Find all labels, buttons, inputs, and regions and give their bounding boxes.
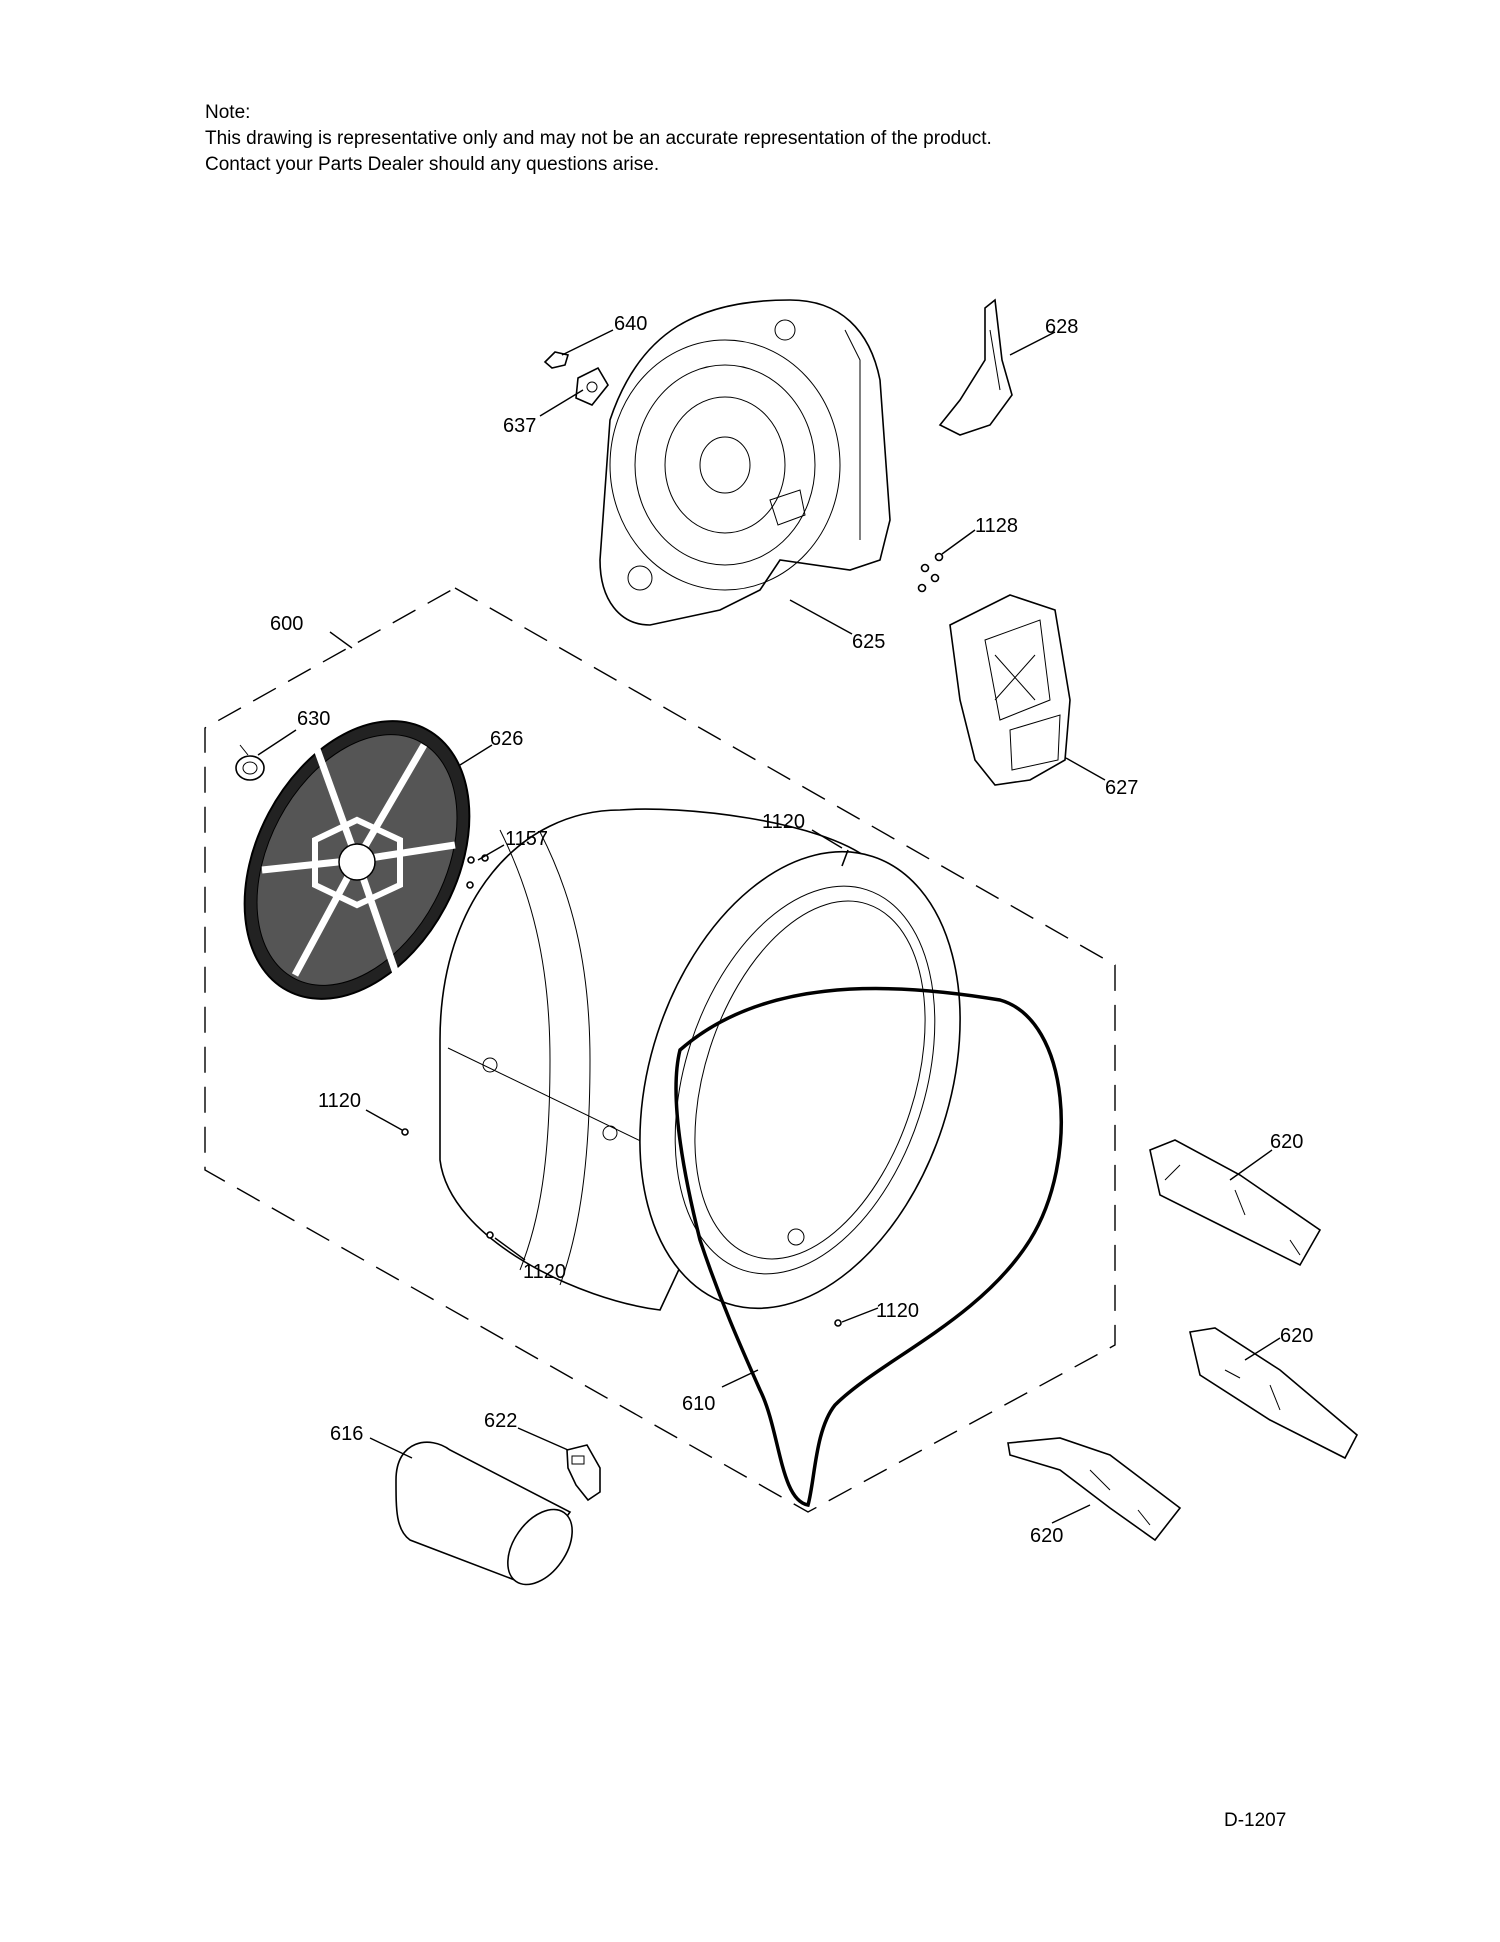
- callout-1120-left: 1120: [318, 1090, 361, 1112]
- callout-600: 600: [270, 613, 303, 635]
- baffle-620-c-part: [1007, 1437, 1182, 1542]
- callout-625: 625: [852, 631, 885, 653]
- drum-seal-610-part: [674, 986, 1063, 1508]
- duct-627-part: [949, 594, 1071, 786]
- callout-1120-right: 1120: [876, 1300, 919, 1322]
- assembly-boundary-600: [204, 587, 1116, 1513]
- note-line-1: This drawing is representative only and …: [205, 128, 992, 149]
- support-bracket-628-part: [938, 298, 1013, 436]
- callout-616: 616: [330, 1423, 363, 1445]
- callout-1157: 1157: [505, 828, 548, 850]
- callout-620-a: 620: [1270, 1131, 1303, 1153]
- drum-part: [439, 808, 961, 1311]
- heater-duct-616-part: [395, 1441, 573, 1586]
- thermostat-622-part: [566, 1444, 601, 1502]
- bearing-plate-637-part: [575, 366, 609, 406]
- screws-1128-part: [917, 552, 944, 593]
- callout-620-b: 620: [1280, 1325, 1313, 1347]
- callout-622: 622: [484, 1410, 517, 1432]
- note-line-2: Contact your Parts Dealer should any que…: [205, 154, 660, 175]
- callout-637: 637: [503, 415, 536, 437]
- callout-640: 640: [614, 313, 647, 335]
- note-heading: Note:: [205, 102, 251, 123]
- rear-bulkhead-part: [599, 299, 891, 626]
- callout-labels: 640 628 637 1128 600 625 630 626 627 112…: [270, 313, 1313, 1547]
- callout-1128: 1128: [975, 515, 1018, 537]
- callout-628: 628: [1045, 316, 1078, 338]
- bearing-630-part: [235, 744, 265, 781]
- disclaimer-note: Note: This drawing is representative onl…: [205, 100, 992, 178]
- screws-1157-part: [466, 854, 489, 889]
- callout-620-c: 620: [1030, 1525, 1063, 1547]
- document-id: D-1207: [1224, 1810, 1287, 1831]
- leader-lines: [257, 329, 1281, 1524]
- bracket-640-part: [543, 351, 570, 369]
- callout-1120-bottom: 1120: [523, 1261, 566, 1283]
- callout-630: 630: [297, 708, 330, 730]
- callout-610: 610: [682, 1393, 715, 1415]
- baffle-620-b-part: [1189, 1327, 1359, 1460]
- callout-626: 626: [490, 728, 523, 750]
- baffle-620-a-part: [1149, 1139, 1322, 1267]
- callout-1120-top: 1120: [762, 811, 805, 833]
- callout-627: 627: [1105, 777, 1138, 799]
- rear-drum-wheel-626-part: [243, 720, 471, 1000]
- screws-1120-part: [401, 849, 849, 1327]
